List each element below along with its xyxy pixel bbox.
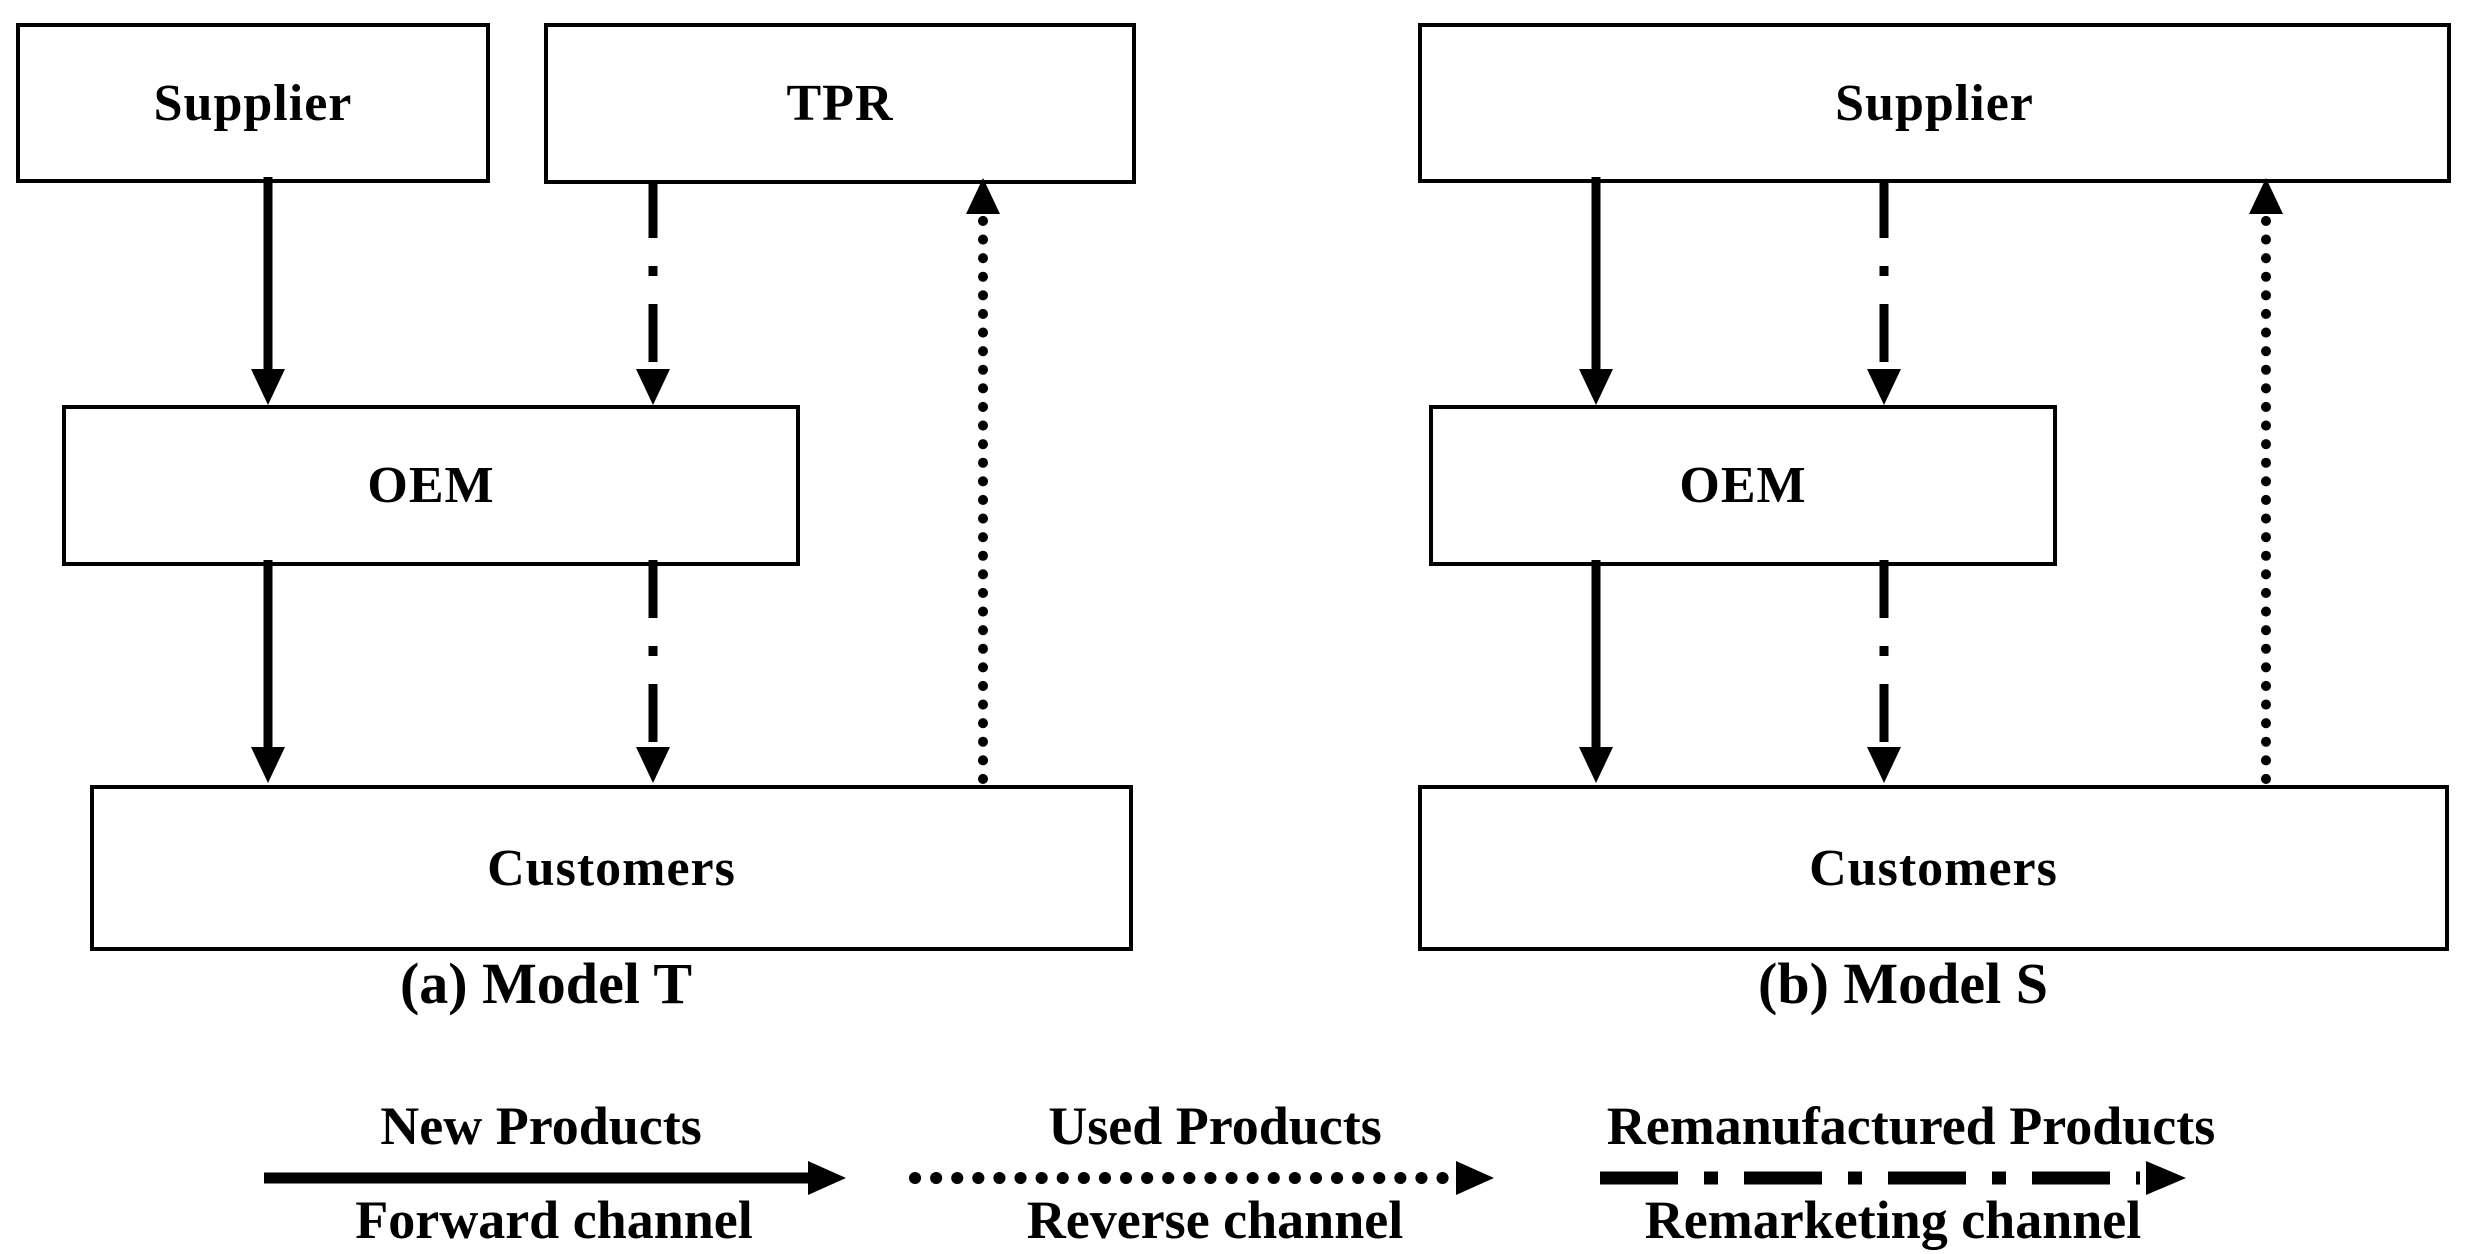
node-oem-model-s-label: OEM <box>1679 457 1807 514</box>
arrowhead <box>1867 747 1901 783</box>
node-supplier-model-t: Supplier <box>16 23 490 183</box>
arrow-s-customers-supplier-dotted-icon <box>2249 178 2283 784</box>
node-tpr-model-t-label: TPR <box>786 75 894 132</box>
node-tpr-model-t: TPR <box>544 23 1136 184</box>
arrowhead <box>251 369 285 405</box>
node-oem-model-s: OEM <box>1429 405 2057 566</box>
node-supplier-model-s-label: Supplier <box>1835 74 2034 132</box>
legend-reverse-channel-label: Reverse channel <box>1026 1190 1404 1250</box>
arrow-t-oem-customers-solid-icon <box>251 560 285 783</box>
caption-model-s: (b) Model S <box>1758 951 2048 1016</box>
node-customers-model-s-label: Customers <box>1809 839 2058 897</box>
arrow-t-supplier-oem-solid-icon <box>251 177 285 405</box>
arrowhead <box>1579 369 1613 405</box>
legend-used-products-label: Used Products <box>1048 1096 1382 1156</box>
arrowhead <box>636 747 670 783</box>
node-oem-model-t: OEM <box>62 405 800 566</box>
node-supplier-model-s: Supplier <box>1418 23 2451 183</box>
arrowhead <box>2146 1161 2186 1195</box>
arrowhead <box>636 369 670 405</box>
arrow-s-supplier-oem-dashdot-icon <box>1867 180 1901 405</box>
node-oem-model-t-label: OEM <box>367 457 495 514</box>
legend-dotted-arrow-icon <box>909 1161 1494 1195</box>
arrowhead <box>1867 369 1901 405</box>
arrowhead <box>1579 747 1613 783</box>
arrowhead <box>251 747 285 783</box>
legend-remanufactured-products-label: Remanufactured Products <box>1606 1096 2216 1156</box>
arrowhead <box>1456 1161 1494 1195</box>
legend-forward-channel-label: Forward channel <box>355 1190 753 1250</box>
legend-dashdot-arrow-icon <box>1600 1161 2186 1195</box>
node-customers-model-t: Customers <box>90 785 1133 951</box>
arrow-s-oem-customers-dashdot-icon <box>1867 560 1901 783</box>
arrowhead <box>2249 178 2283 214</box>
arrow-s-supplier-oem-solid-icon <box>1579 177 1613 405</box>
arrowhead <box>808 1161 846 1195</box>
arrow-t-oem-customers-dashdot-icon <box>636 560 670 783</box>
arrow-t-customers-tpr-dotted-icon <box>966 178 1000 784</box>
legend-remarketing-channel-label: Remarketing channel <box>1644 1190 2142 1250</box>
node-customers-model-s: Customers <box>1418 785 2449 951</box>
arrow-s-oem-customers-solid-icon <box>1579 560 1613 783</box>
legend-new-products-label: New Products <box>380 1096 702 1156</box>
caption-model-t: (a) Model T <box>399 951 693 1016</box>
arrowhead <box>966 178 1000 214</box>
node-customers-model-t-label: Customers <box>487 839 736 897</box>
legend-solid-arrow-icon <box>264 1161 846 1195</box>
arrow-t-tpr-oem-dashdot-icon <box>636 180 670 405</box>
node-supplier-model-t-label: Supplier <box>153 74 353 132</box>
